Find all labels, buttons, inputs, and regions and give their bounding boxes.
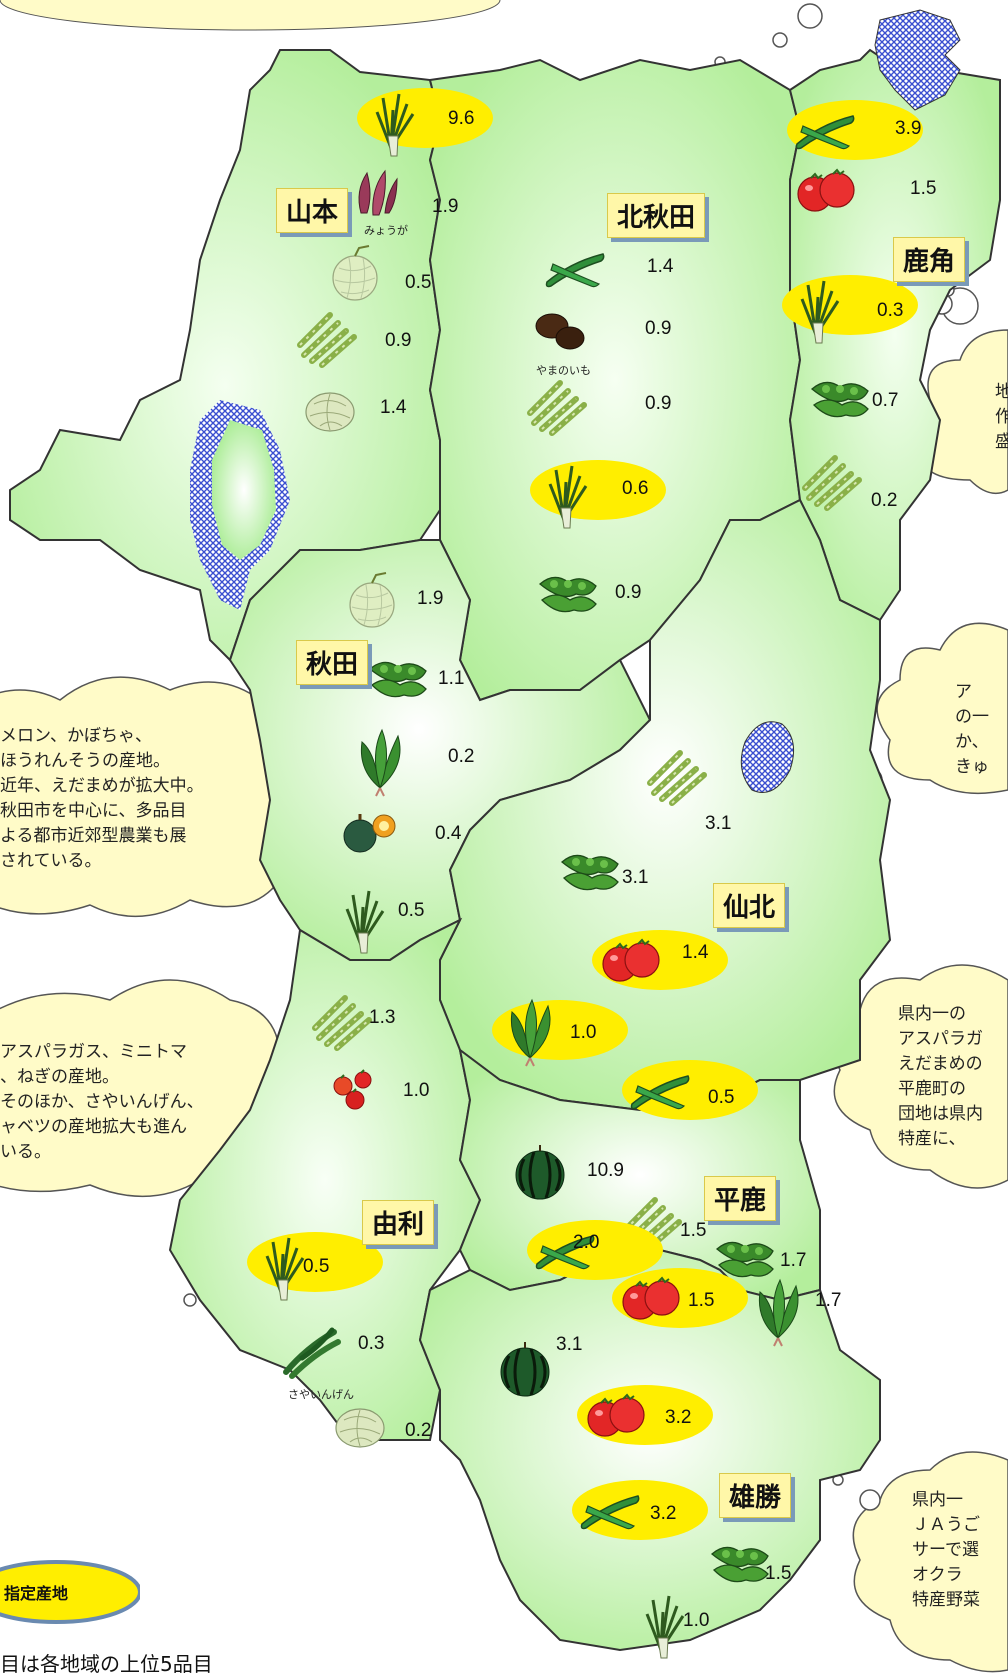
- crop-marks: [247, 88, 923, 1660]
- crop-mark: [577, 1385, 713, 1445]
- crop-mark: [572, 1480, 708, 1540]
- crop-value: 1.4: [647, 256, 674, 277]
- crop-mark: [335, 1408, 385, 1448]
- crop-value: 1.4: [380, 397, 407, 418]
- lake-hachirogata-inner: [212, 420, 276, 560]
- cloud-text-hiraka: 県内一の アスパラガ えだまめの 平鹿町の 団地は県内 特産に、: [898, 1004, 983, 1149]
- crop-mark: [357, 88, 493, 158]
- crop-value: 1.1: [438, 668, 465, 689]
- region-label-kitaakita: 北秋田: [607, 193, 706, 238]
- crop-value: 0.2: [405, 1420, 432, 1441]
- crop-value: 10.9: [587, 1160, 624, 1181]
- crop-value: 9.6: [448, 108, 475, 129]
- designated-area-ellipse: [787, 100, 923, 160]
- crop-value: 0.3: [877, 300, 904, 321]
- crop-value: 2.0: [573, 1232, 600, 1253]
- crop-caption-yamanoimo: やまのいも: [536, 364, 591, 377]
- crop-value: 1.5: [680, 1220, 707, 1241]
- designated-area-ellipse: [527, 1220, 663, 1280]
- crop-mark: [247, 1232, 383, 1302]
- region-label-hiraka: 平鹿: [704, 1176, 777, 1221]
- crop-value: 0.9: [615, 582, 642, 603]
- legend-badge-label: 指定産地: [4, 1584, 69, 1603]
- crop-mark: [527, 1220, 663, 1280]
- crop-value: 1.9: [417, 588, 444, 609]
- crop-value: 0.4: [435, 823, 462, 844]
- crop-value: 1.0: [570, 1022, 597, 1043]
- cloud-top-left: [0, 0, 501, 31]
- legend-ellipse: [0, 1560, 140, 1624]
- crop-value: 0.6: [622, 478, 649, 499]
- crop-value: 0.5: [303, 1256, 330, 1277]
- crop-value: 0.7: [872, 390, 899, 411]
- crop-caption-myoga: みょうが: [364, 224, 408, 237]
- crop-value: 0.2: [871, 490, 898, 511]
- crop-value: 1.5: [910, 178, 937, 199]
- designated-area-ellipse: [622, 1060, 758, 1120]
- region-label-yamamoto: 山本: [276, 188, 349, 233]
- cloud-text-yuri: アスパラガス、ミニトマ 、ねぎの産地。 そのほか、さやいんげん、 ャベツの産地拡…: [0, 1042, 204, 1162]
- footnote: 目は各地域の上位5品目: [0, 1652, 213, 1676]
- crop-value: 1.9: [432, 196, 459, 217]
- crop-value: 1.5: [765, 1563, 792, 1584]
- crop-value: 0.3: [358, 1333, 385, 1354]
- crop-mark: [622, 1060, 758, 1120]
- cloud-hiraka-description: [832, 964, 1008, 1189]
- crop-caption-sayaingen: さやいんげん: [288, 1388, 354, 1401]
- crop-mark: [782, 275, 918, 345]
- crop-mark: [492, 999, 628, 1067]
- crop-value: 1.7: [780, 1250, 807, 1271]
- crop-value: 1.7: [815, 1290, 842, 1311]
- cloud-senboku-description: [876, 622, 1008, 795]
- crop-value: 0.9: [645, 393, 672, 414]
- lake-towada: [874, 9, 961, 111]
- crop-mark: [612, 1268, 748, 1328]
- crop-value: 3.2: [650, 1503, 677, 1524]
- crop-value: 3.1: [622, 867, 649, 888]
- crop-value: 1.5: [688, 1290, 715, 1311]
- lake-tazawa: [740, 721, 795, 793]
- crop-value: 1.3: [369, 1007, 396, 1028]
- crop-mark: [787, 100, 923, 160]
- crop-mark: [592, 930, 728, 990]
- region-label-senboku: 仙北: [713, 883, 786, 928]
- crop-value: 3.2: [665, 1407, 692, 1428]
- cloud-ogachi-description: [852, 1451, 1008, 1673]
- crop-value: 3.1: [556, 1334, 583, 1355]
- crop-value: 0.5: [405, 272, 432, 293]
- crop-value: 0.5: [398, 900, 425, 921]
- crop-value: 1.0: [683, 1610, 710, 1631]
- crop-value: 0.5: [708, 1087, 735, 1108]
- crop-value: 1.4: [682, 942, 709, 963]
- crop-value: 1.0: [403, 1080, 430, 1101]
- crop-value: 3.9: [895, 118, 922, 139]
- crop-value: 0.9: [645, 318, 672, 339]
- crop-value: 3.1: [705, 813, 732, 834]
- cabbage-icon: [335, 1408, 385, 1448]
- cloud-text-senboku: ア の一 か、 きゅ: [955, 682, 989, 777]
- crop-mark: [305, 392, 355, 432]
- cloud-text-ogachi: 県内一 ＪＡうご サーで選 オクラ 特産野菜: [912, 1490, 980, 1610]
- designated-area-ellipse: [572, 1480, 708, 1540]
- cabbage-icon: [305, 392, 355, 432]
- region-label-kazuno: 鹿角: [893, 237, 966, 282]
- crop-value: 0.9: [385, 330, 412, 351]
- region-label-ogachi: 雄勝: [719, 1473, 792, 1518]
- cloud-text-kazuno: 地 作 盛: [995, 382, 1008, 452]
- region-label-yuri: 由利: [362, 1200, 435, 1245]
- crop-mark: [530, 460, 666, 530]
- region-label-akita: 秋田: [296, 640, 369, 685]
- crop-value: 0.2: [448, 746, 475, 767]
- cloud-text-akita: メロン、かぼちゃ、 ほうれんそうの産地。 近年、えだまめが拡大中。 秋田市を中心…: [0, 726, 204, 871]
